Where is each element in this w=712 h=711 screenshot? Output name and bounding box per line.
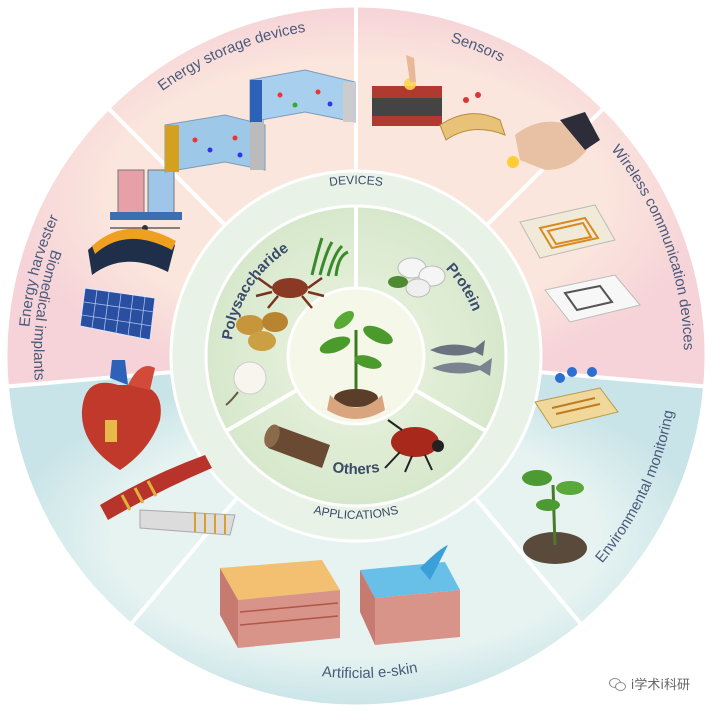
molecule-sensor-icon [534, 367, 619, 429]
heart-icon [81, 360, 161, 470]
hand-glove-icon [507, 112, 600, 170]
solar-panel-icon [79, 287, 156, 341]
inner-divider [225, 388, 299, 433]
cotton-icon [225, 361, 267, 406]
triboelectric-generator-icon [110, 169, 182, 231]
wood-log-icon [264, 424, 330, 468]
inner-divider [413, 388, 487, 433]
rfid-coil-icon [519, 204, 616, 259]
plant-soil-icon [522, 470, 587, 564]
grass-icon [310, 237, 349, 277]
silk-cocoon-icon [388, 257, 446, 298]
flexible-strip-icon [439, 92, 506, 141]
supercapacitor-icon [164, 114, 266, 173]
fish-icon [430, 340, 492, 376]
battery-cell-icon [249, 69, 356, 123]
pressure-sensor-icon [372, 78, 442, 126]
middle-label-devices: DEVICES [328, 173, 383, 189]
crab-icon [255, 276, 325, 309]
seedling-hands-icon [319, 311, 393, 419]
skin-layer-icon [220, 560, 340, 648]
segment-label-e-skin: Artificial e-skin [321, 659, 418, 682]
nfc-tag-icon [544, 274, 641, 323]
skin-wave-icon [360, 545, 460, 645]
watermark: i学术i科研 [608, 674, 690, 693]
vessel-implant-icon [100, 455, 236, 536]
inner-label-others: Others [331, 459, 380, 478]
potato-icon [236, 312, 288, 351]
finger-touch-icon [406, 55, 416, 82]
curved-harvester-icon [88, 228, 176, 275]
beetle-icon [384, 419, 444, 473]
inner-dividers [225, 206, 487, 433]
segment-divider [473, 496, 584, 627]
watermark-text: i学术i科研 [630, 678, 690, 693]
middle-label-applications: APPLICATIONS [312, 503, 399, 522]
wechat-icon [608, 677, 627, 691]
